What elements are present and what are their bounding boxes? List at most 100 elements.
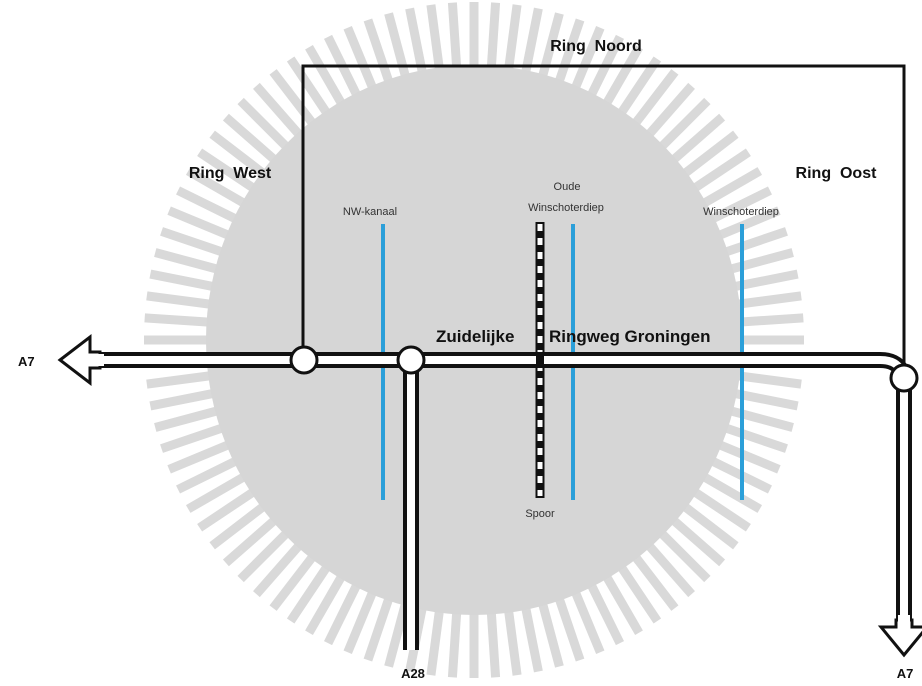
city-ray — [706, 455, 772, 494]
city-ray — [537, 12, 564, 81]
city-ray — [426, 607, 445, 676]
city-ray — [725, 405, 794, 432]
city-ray — [146, 370, 215, 389]
city-ray — [553, 594, 585, 662]
city-ray — [520, 7, 543, 77]
nw-kanaal-label: NW-kanaal — [343, 206, 397, 218]
a7-west-arrow-icon — [57, 333, 104, 387]
city-ray — [286, 561, 333, 624]
city-ray — [679, 130, 739, 180]
city-ray — [714, 439, 781, 474]
city-ray — [720, 422, 788, 453]
city-ray — [167, 206, 234, 241]
city-ray — [714, 206, 781, 241]
city-ray — [237, 527, 292, 583]
city-ray — [286, 56, 333, 119]
city-ray — [668, 113, 726, 166]
junction-ring-oost-icon — [889, 363, 919, 393]
city-ray — [706, 186, 772, 225]
city-ray — [503, 4, 522, 73]
city-ray — [343, 587, 378, 654]
city-ray — [160, 227, 228, 258]
city-ray — [149, 388, 218, 411]
city-ray — [689, 486, 751, 532]
city-ray — [176, 186, 242, 225]
oude-winschoterdiep-label: Winschoterdiep — [528, 202, 604, 214]
city-ray — [447, 2, 462, 71]
city-ray — [144, 313, 213, 327]
city-ray — [305, 571, 347, 635]
city-ray — [615, 56, 662, 119]
ring-noord-label: Ring Noord — [550, 38, 642, 55]
city-ray — [363, 18, 395, 86]
city-ray — [447, 609, 462, 678]
city-ray — [601, 45, 643, 109]
city-ray — [209, 130, 269, 180]
city-ray — [733, 291, 802, 310]
city-ray — [149, 269, 218, 292]
city-ray — [689, 148, 751, 194]
city-ray — [154, 405, 223, 432]
city-ray — [146, 291, 215, 310]
junction-a28-icon — [396, 345, 426, 375]
city-ray — [154, 248, 223, 275]
city-ray — [656, 97, 711, 153]
city-area — [144, 2, 804, 678]
city-ray — [615, 561, 662, 624]
ring-road-outline — [301, 64, 906, 378]
a7-west-label: A7 — [18, 354, 35, 369]
city-ray — [570, 587, 605, 654]
city-ray — [185, 471, 250, 513]
city-ray — [384, 12, 411, 81]
winschoterdiep-label: Winschoterdiep — [703, 206, 779, 218]
city-ray — [197, 486, 259, 532]
city-ray — [160, 422, 228, 453]
city-ray — [698, 167, 763, 209]
city-ray — [570, 26, 605, 93]
city-ray — [269, 551, 319, 611]
a7-south-label: A7 — [897, 666, 914, 681]
city-ray — [643, 82, 695, 140]
rail-crossing — [536, 352, 544, 368]
city-ray — [197, 148, 259, 194]
oude-label: Oude — [554, 181, 581, 193]
ring-west-label: Ring West — [189, 165, 272, 182]
junction-ring-west-icon — [289, 345, 319, 375]
city-ray — [405, 7, 428, 77]
city-sunburst-rays — [144, 2, 804, 678]
city-ray — [305, 45, 347, 109]
city-ray — [629, 551, 679, 611]
city-ray — [222, 113, 280, 166]
city-ray — [185, 167, 250, 209]
city-ray — [253, 540, 305, 598]
city-ray — [537, 599, 564, 668]
city-ray — [720, 227, 788, 258]
city-ray — [269, 69, 319, 129]
city-ray — [629, 69, 679, 129]
city-ray — [324, 580, 363, 646]
city-ray — [698, 471, 763, 513]
city-ray — [343, 26, 378, 93]
city-ray — [176, 455, 242, 494]
city-ray — [237, 97, 292, 153]
city-ray — [167, 439, 234, 474]
city-ray — [486, 2, 501, 71]
zuidelijke-label: Zuidelijke — [436, 327, 514, 346]
city-ray — [668, 514, 726, 567]
city-ray — [209, 500, 269, 550]
city-ray — [733, 370, 802, 389]
ring-oost-label: Ring Oost — [796, 165, 878, 182]
spoor-label: Spoor — [525, 508, 555, 520]
city-ray — [363, 594, 395, 662]
city-ray — [643, 540, 695, 598]
city-ray — [253, 82, 305, 140]
city-ray — [601, 571, 643, 635]
city-ray — [679, 500, 739, 550]
city-ray — [426, 4, 445, 73]
a28-label: A28 — [401, 666, 425, 681]
ringweg-groningen-label: Ringweg Groningen — [549, 327, 711, 346]
city-inner-fill — [206, 65, 742, 615]
a7-south-arrow-icon — [877, 615, 922, 658]
city-ray — [585, 580, 624, 646]
